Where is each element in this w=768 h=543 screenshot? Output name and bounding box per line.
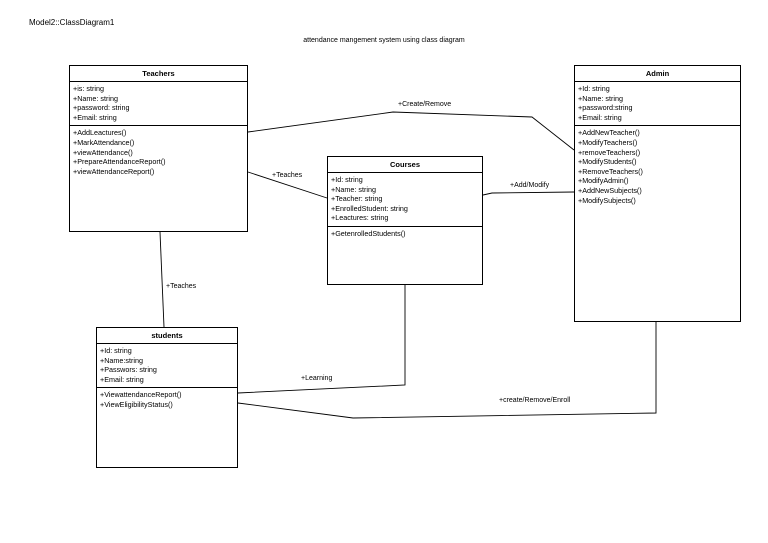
operation: +AddNewTeacher(): [578, 128, 640, 138]
operation: +ModifyTeachers(): [578, 137, 638, 147]
edge-teachers-admin: [247, 111, 575, 151]
attribute: +password:string: [578, 103, 633, 113]
edge-students-admin: [237, 322, 657, 419]
operation: +removeTeachers(): [578, 147, 641, 157]
attributes-compartment: +Id: string +Name:string +Passwors: stri…: [97, 344, 237, 389]
operation: +ViewEligibilityStatus(): [100, 399, 173, 409]
label-create-remove: +Create/Remove: [398, 101, 452, 108]
attribute: +Name:string: [100, 355, 143, 365]
attribute: +Name: string: [73, 93, 118, 103]
operation: +ModifySubjects(): [578, 195, 636, 205]
operations-compartment: +AddNewTeacher() +ModifyTeachers() +remo…: [575, 126, 740, 207]
operation: +viewAttendance(): [73, 147, 133, 157]
operation: +GetenrolledStudents(): [331, 228, 406, 238]
attribute: +EnrolledStudent: string: [331, 203, 408, 213]
operation: +viewAttendanceReport(): [73, 166, 155, 176]
operation: +ViewattendanceReport(): [100, 390, 182, 400]
attribute: +Id: string: [100, 346, 132, 355]
attribute: +Teacher: string: [331, 194, 383, 204]
class-courses[interactable]: Courses +Id: string +Name: string +Teach…: [327, 156, 483, 285]
attributes-compartment: +is: string +Name: string +password: str…: [70, 82, 247, 127]
operation: +ModifyStudents(): [578, 157, 637, 167]
label-teaches-courses: +Teaches: [272, 172, 303, 179]
class-name: Teachers: [70, 66, 247, 82]
class-admin[interactable]: Admin +Id: string +Name: string +passwor…: [574, 65, 741, 322]
class-students[interactable]: students +Id: string +Name:string +Passw…: [96, 327, 238, 468]
class-name: students: [97, 328, 237, 344]
attribute: +Name: string: [331, 184, 376, 194]
class-name: Admin: [575, 66, 740, 82]
label-teaches-students: +Teaches: [166, 283, 197, 290]
operation: +AddLeactures(): [73, 128, 127, 138]
class-name: Courses: [328, 157, 482, 173]
operation: +ModifyAdmin(): [578, 176, 629, 186]
class-teachers[interactable]: Teachers +is: string +Name: string +pass…: [69, 65, 248, 232]
edge-teachers-students: [159, 231, 165, 328]
attribute: +Leactures: string: [331, 213, 389, 223]
edge-courses-admin: [482, 191, 575, 196]
operations-compartment: +ViewattendanceReport() +ViewEligibility…: [97, 388, 237, 411]
edge-students-courses: [237, 285, 406, 394]
label-add-modify: +Add/Modify: [510, 182, 550, 189]
label-create-remove-enroll: +create/Remove/Enroll: [499, 397, 571, 404]
attribute: +Email: string: [578, 112, 622, 122]
attribute: +Name: string: [578, 93, 623, 103]
operation: +PrepareAttendanceReport(): [73, 157, 166, 167]
attributes-compartment: +Id: string +Name: string +Teacher: stri…: [328, 173, 482, 227]
diagram-title: attendance mangement system using class …: [303, 37, 465, 44]
attribute: +Id: string: [331, 175, 363, 184]
operations-compartment: +GetenrolledStudents(): [328, 227, 482, 241]
operation: +RemoveTeachers(): [578, 166, 643, 176]
attribute: +Email: string: [73, 112, 117, 122]
edge-teachers-courses: [247, 171, 328, 199]
attribute: +Passwors: string: [100, 365, 157, 375]
label-learning: +Learning: [301, 375, 333, 382]
operation: +AddNewSubjects(): [578, 185, 642, 195]
attribute: +password: string: [73, 103, 130, 113]
attribute: +Email: string: [100, 374, 144, 384]
model-title: Model2::ClassDiagram1: [29, 18, 115, 27]
attribute: +Id: string: [578, 84, 610, 93]
operations-compartment: +AddLeactures() +MarkAttendance() +viewA…: [70, 126, 247, 178]
attributes-compartment: +Id: string +Name: string +password:stri…: [575, 82, 740, 127]
operation: +MarkAttendance(): [73, 137, 135, 147]
attribute: +is: string: [73, 84, 104, 93]
